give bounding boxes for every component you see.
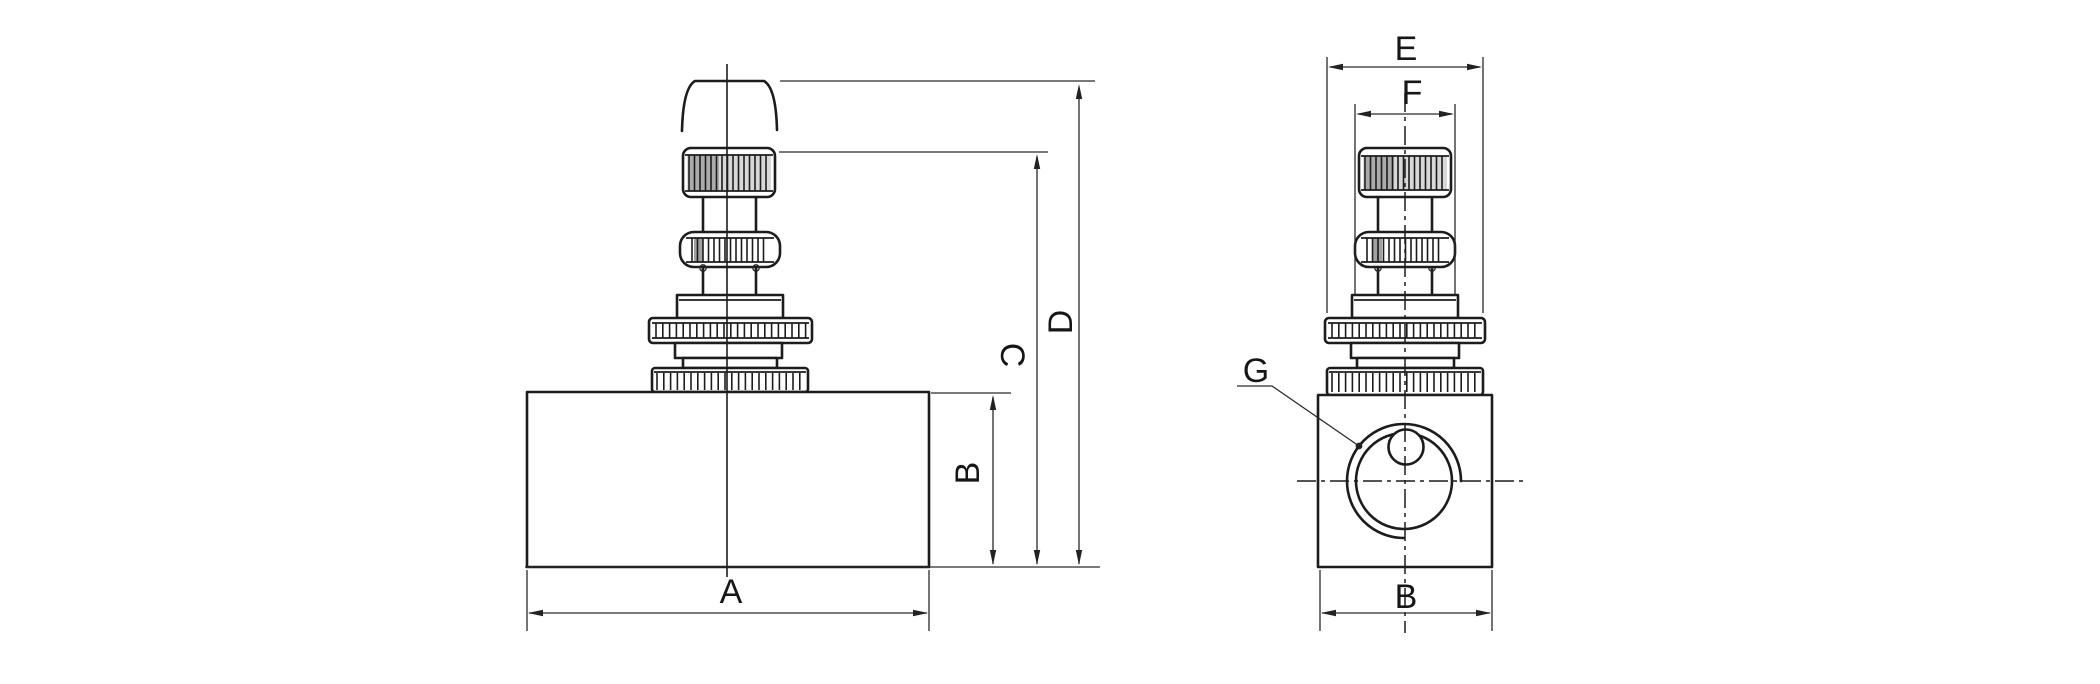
port-leader-dot [1355,442,1363,450]
knob [681,146,777,199]
dim-label-d: D [1042,310,1080,335]
base-knurl-ring [650,366,810,394]
mid-knurl-nut [678,230,782,272]
dim-label-b-front: B [949,462,987,485]
front-view-dimensions: A B C D [526,80,1095,631]
knob-side-knurl [1364,156,1443,190]
front-view: A B C D [525,64,1100,631]
step-block-2 [681,356,779,370]
stem-lower [701,265,758,297]
side-view: E F B G [1237,30,1523,633]
dim-label-e: E [1395,30,1418,68]
valve-body-front [525,390,931,569]
dim-label-a: A [720,573,743,611]
locknut-knurl [655,323,807,338]
dim-label-b-side: B [1395,578,1418,616]
mid-knurl [691,238,765,262]
stem-upper [701,195,758,234]
dim-label-c: C [993,343,1031,368]
side-view-dimensions: E F B G [1237,30,1493,631]
locknut-side-knurl [1331,323,1476,338]
bonnet [675,293,785,320]
port-thread-arc [1345,422,1463,540]
knob-side [1357,146,1453,199]
port-leader-line [1237,385,1360,447]
locknut [647,316,814,345]
cap-outline [680,79,779,133]
stem-side [1374,195,1436,297]
step-block-1 [673,341,784,360]
dim-label-f: F [1402,74,1423,112]
port-orifice-circle [1387,428,1425,466]
port-label-g: G [1243,352,1269,390]
base-knurl [656,373,801,390]
base-knurl-side-lines [1331,373,1476,392]
